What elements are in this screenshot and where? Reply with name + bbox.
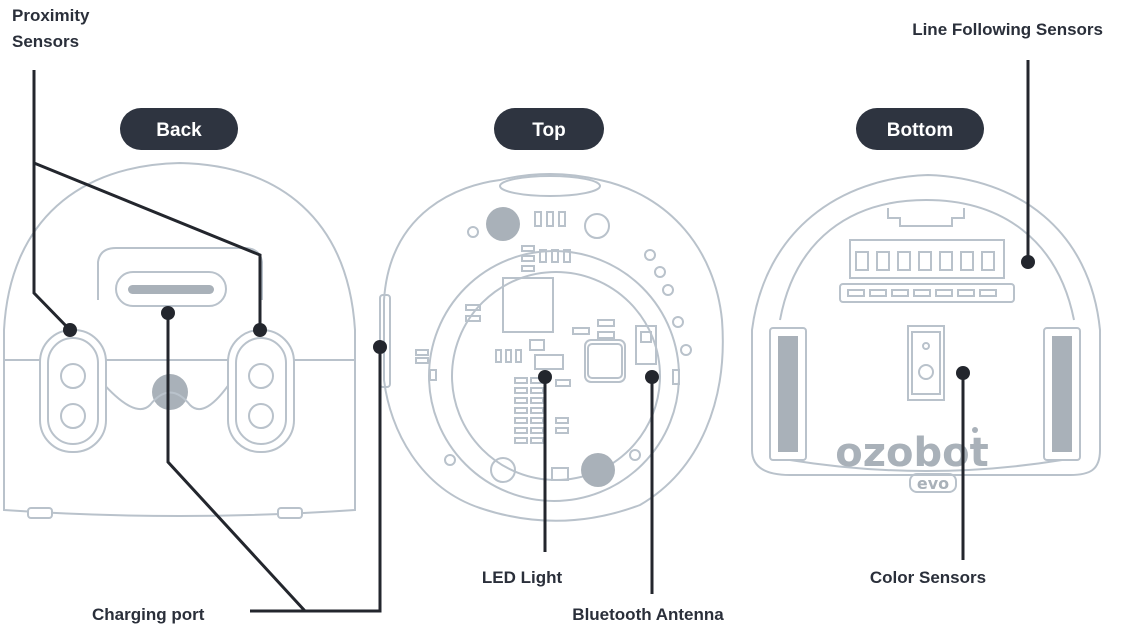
label-proximity-sensors-line1: Proximity [12, 6, 90, 25]
leader-line-following-sensors [1021, 60, 1035, 269]
pill-back-label: Back [156, 120, 202, 141]
top-view [379, 173, 724, 522]
pill-top: Top [494, 108, 604, 150]
pill-bottom-label: Bottom [887, 120, 953, 141]
pill-top-label: Top [532, 120, 565, 141]
leader-bluetooth-antenna [645, 370, 659, 594]
ozobot-logo: ozobot [835, 430, 988, 476]
proximity-sensor-right [227, 329, 295, 453]
label-proximity-sensors-line2: Sensors [12, 32, 79, 51]
label-led-light: LED Light [482, 568, 563, 587]
pill-back: Back [120, 108, 238, 150]
label-bluetooth-antenna: Bluetooth Antenna [572, 605, 724, 624]
wheel-left [769, 327, 807, 461]
wheel-right [1043, 327, 1081, 461]
label-line-following-sensors: Line Following Sensors [912, 20, 1103, 39]
bottom-view: ozobot evo [751, 173, 1101, 493]
evo-badge: evo [917, 474, 949, 493]
color-sensor-module [907, 325, 945, 401]
label-charging-port: Charging port [92, 605, 205, 624]
label-color-sensors: Color Sensors [870, 568, 986, 587]
line-following-sensor-array [839, 239, 1015, 303]
leader-charging-port [161, 306, 387, 613]
pill-bottom: Bottom [856, 108, 984, 150]
back-view [3, 161, 356, 519]
proximity-sensor-left [39, 329, 107, 453]
leader-led-light [538, 370, 552, 552]
leader-color-sensors [956, 366, 970, 560]
leader-proximity-sensors [32, 70, 267, 337]
